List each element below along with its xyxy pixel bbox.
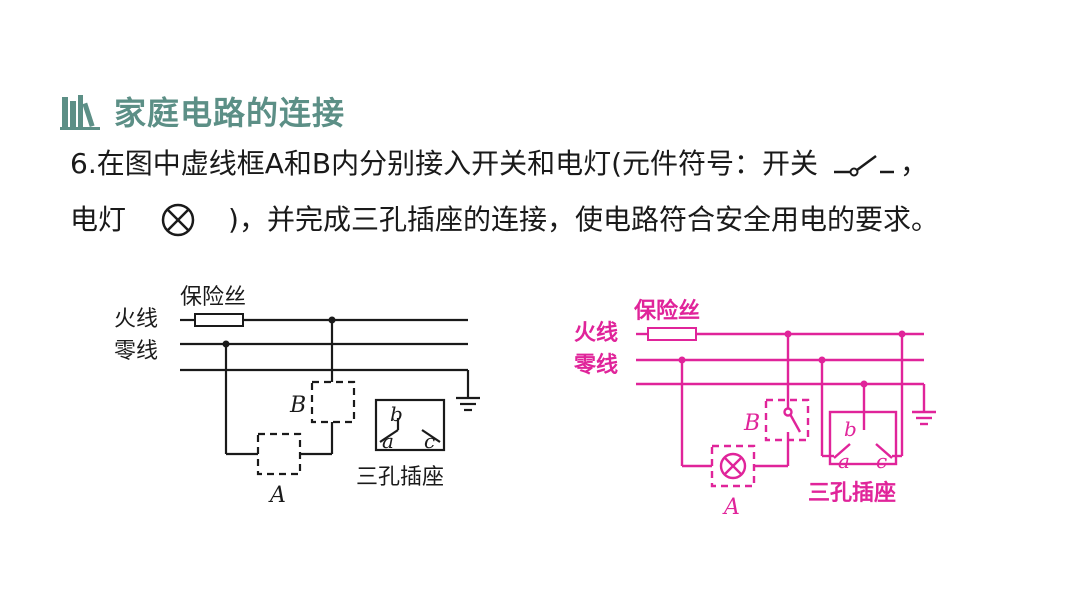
books-icon	[60, 95, 100, 130]
neutral-wire-label: 零线	[573, 352, 618, 378]
question-text-2a: 电灯	[70, 203, 127, 236]
socket-terminal-a: a	[382, 429, 394, 453]
socket-label: 三孔插座	[808, 480, 896, 506]
fuse-symbol	[194, 313, 244, 327]
live-wire-label: 火线	[114, 307, 158, 332]
socket-terminal-a: a	[838, 449, 850, 473]
switch-symbol-icon	[834, 154, 895, 177]
section-title: 家庭电路的连接	[114, 94, 346, 132]
box-b	[310, 380, 356, 424]
lamp-in-box-a	[719, 452, 747, 480]
question-text-1b: ，	[900, 147, 929, 180]
lamp-symbol-icon	[161, 203, 195, 237]
question-line-1: 6.在图中虚线框A和B内分别接入开关和电灯(元件符号：开关 ，	[70, 146, 928, 182]
live-wire-label: 火线	[574, 320, 618, 346]
neutral-wire-label: 零线	[114, 339, 158, 364]
fuse-symbol	[647, 327, 697, 341]
question-line-2: 电灯 )，并完成三孔插座的连接，使电路符合安全用电的要求。	[70, 202, 939, 238]
box-b-label: B	[743, 411, 760, 436]
box-a-label: A	[722, 495, 740, 520]
socket-terminal-c: c	[424, 429, 435, 453]
section-header: 家庭电路的连接	[60, 88, 345, 134]
circuit-answer: 火线 零线 保险丝 A B b a c 三孔插座	[573, 298, 936, 520]
fuse-label: 保险丝	[633, 298, 700, 324]
question-text-2b: )，并完成三孔插座的连接，使电路符合安全用电的要求。	[228, 203, 939, 236]
box-b-label: B	[289, 393, 306, 418]
socket-label: 三孔插座	[356, 465, 444, 490]
socket-terminal-b: b	[390, 402, 403, 426]
socket-terminal-c: c	[876, 449, 887, 473]
circuit-original: 火线 零线 保险丝 A B b a c 三孔插座	[114, 285, 480, 508]
socket-terminal-b: b	[844, 417, 857, 441]
three-pin-socket	[374, 398, 446, 452]
question-text-1: 6.在图中虚线框A和B内分别接入开关和电灯(元件符号：开关	[70, 147, 819, 180]
box-a-label: A	[268, 483, 286, 508]
fuse-label: 保险丝	[180, 285, 246, 310]
box-a	[256, 432, 302, 476]
